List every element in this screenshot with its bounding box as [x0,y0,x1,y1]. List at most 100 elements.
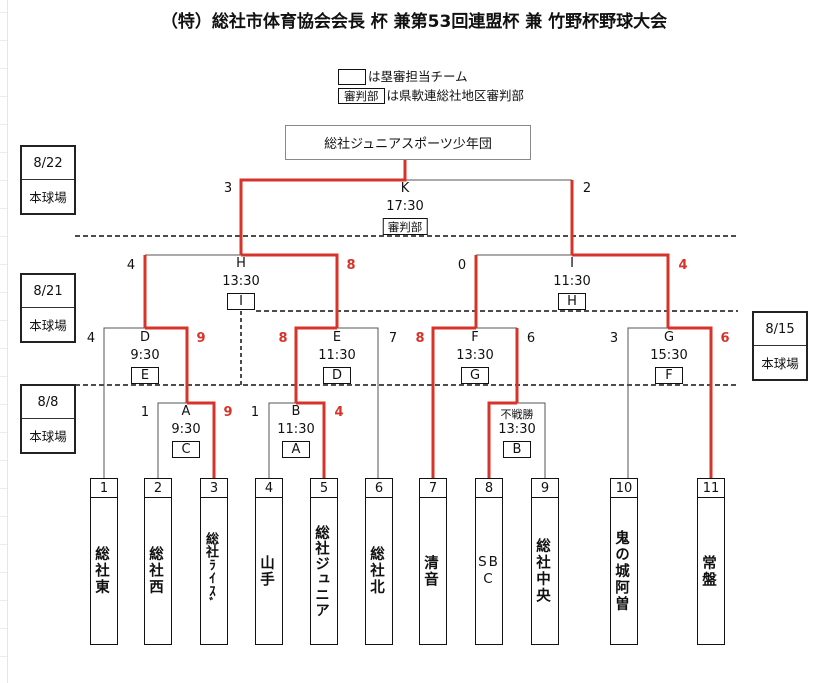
date-box-8-15: 8/15 本球場 [752,311,808,381]
team-number: 6 [366,479,392,498]
game-e-time: 11:30 [318,348,356,363]
sheet-gridline [0,208,7,209]
team-name: 総社東 [93,546,109,596]
team-name: 総社ジュニア [313,524,329,618]
team-box: 5 総社ジュニア [310,478,338,645]
game-bye-umpire: B [503,441,531,458]
line-b [268,402,296,478]
score-b-right: 4 [334,405,344,420]
legend-empty-box [338,68,366,85]
tournament-title: （特）総社市体育協会会長 杯 兼第53回連盟杯 兼 竹野杯野球大会 [160,12,668,32]
sheet-gridline [0,656,7,657]
game-g-time: 15:30 [650,348,688,363]
team-number: 5 [311,479,337,498]
team-number: 2 [145,479,171,498]
win-e [294,326,337,403]
legend-umpire-dept-box: 審判部 [338,87,385,104]
sheet-gridline [0,320,7,321]
score-f-right: 6 [526,331,536,346]
team-name: 鬼の城阿曽 [613,529,629,613]
game-bye-time: 13:30 [498,422,536,437]
score-f-left: 8 [415,331,425,346]
game-f-umpire: G [461,367,489,384]
game-k-umpire: 審判部 [382,218,428,235]
sheet-gridline [0,236,7,237]
game-d-label: D [139,330,151,345]
legend-umpire-dept-text: は県軟連総社地区審判部 [386,87,525,103]
score-h-right: 8 [346,258,356,273]
team-name: 清音 [422,554,438,588]
legend-umpire-team-text: は塁審担当チーム [368,68,468,84]
score-k-left: 3 [223,181,233,196]
game-a-time: 9:30 [171,422,201,437]
legend: は塁審担当チーム 審判部 は県軟連総社地区審判部 [338,67,524,105]
sheet-gridline [0,264,7,265]
sheet-gridline [0,376,7,377]
game-g-umpire: F [655,367,683,384]
game-h-umpire: I [227,293,255,310]
date-label: 8/15 [754,313,806,346]
score-g-right: 6 [720,331,730,346]
line-g [627,327,668,478]
team-number: 1 [91,479,117,498]
team-name: 総社ﾗｲｽﾞ [203,532,218,610]
sheet-gridline [0,152,7,153]
game-b-time: 11:30 [277,422,315,437]
win-i [572,253,670,328]
team-box: 6 総社北 [365,478,393,645]
line-d [103,327,145,478]
game-e-umpire: D [323,367,351,384]
team-number: 3 [201,479,227,498]
score-e-right: 7 [388,331,398,346]
date-label: 8/8 [22,386,74,419]
game-a-label: A [181,404,191,419]
score-k-right: 2 [582,181,592,196]
team-number: 8 [476,479,502,498]
game-k-time: 17:30 [386,199,424,214]
team-box: 7 清音 [419,478,447,645]
sheet-gridline [0,488,7,489]
score-d-left: 4 [86,331,96,346]
line-e [337,327,379,478]
game-i-umpire: H [558,293,586,310]
team-name: 総社西 [147,546,163,596]
win-b [296,401,326,478]
champion-box: 総社ジュニアスポーツ少年団 [285,125,531,160]
team-name: 山手 [258,554,274,588]
sheet-gridline [0,460,7,461]
sheet-gridline [0,96,7,97]
venue-label: 本球場 [29,429,67,444]
game-a-umpire: C [172,441,200,458]
game-b-label: B [291,404,301,419]
score-e-left: 8 [278,331,288,346]
team-box: 1 総社東 [90,478,118,645]
team-box: 4 山手 [255,478,283,645]
game-h-label: H [236,256,246,271]
score-h-left: 4 [126,258,136,273]
sheet-gridline [0,40,7,41]
date-label: 8/21 [22,275,74,308]
sheet-gridline [0,12,7,13]
sheet-gridline [0,124,7,125]
team-box: 11 常盤 [697,478,725,645]
win-h [241,253,339,328]
sheet-gridline [0,180,7,181]
win-g [668,326,713,478]
team-box: 9 総社中央 [531,478,559,645]
team-name: 常盤 [700,554,716,588]
game-d-time: 9:30 [130,348,160,363]
game-i-label: I [570,256,574,271]
legend-row-umpire-dept: 審判部 は県軟連総社地区審判部 [338,86,524,105]
sheet-gridline [0,544,7,545]
venue-label: 本球場 [29,190,67,205]
game-d-umpire: E [131,367,159,384]
team-box: 3 総社ﾗｲｽﾞ [200,478,228,645]
date-box-8-21: 8/21 本球場 [20,273,76,343]
date-box-8-8: 8/8 本球場 [20,384,76,454]
game-i-time: 11:30 [553,274,591,289]
sheet-gridline [0,348,7,349]
team-number: 7 [420,479,446,498]
team-number: 11 [698,479,724,498]
game-f-time: 13:30 [456,348,494,363]
